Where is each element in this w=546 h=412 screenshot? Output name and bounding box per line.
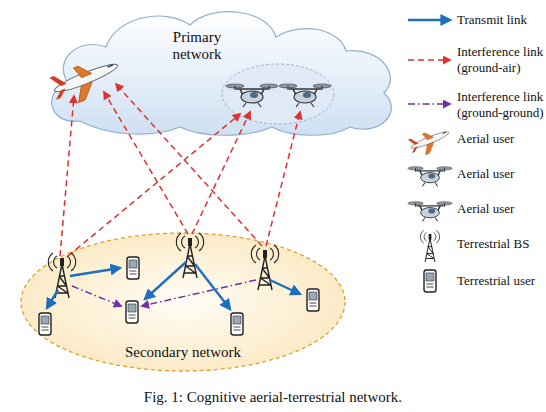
legend-label: Interference link (ground-air) <box>457 44 546 76</box>
figure-caption: Fig. 1: Cognitive aerial-terrestrial net… <box>0 388 546 406</box>
legend-label: Terrestrial BS <box>457 236 546 252</box>
legend-label: Interference link (ground-ground) <box>457 89 546 121</box>
ellipse-shape <box>21 233 345 371</box>
legend-label: Aerial user <box>457 131 546 147</box>
legend-label: Terrestrial user <box>457 273 546 289</box>
network-label: Primary network <box>158 29 236 63</box>
legend-label: Transmit link <box>457 12 546 28</box>
cloud-shape <box>52 12 392 136</box>
legend-airplane-icon <box>407 125 454 160</box>
cloud-outline <box>40 3 402 139</box>
legend-phone-icon <box>424 270 436 292</box>
network-cloud: Primary network <box>40 3 402 139</box>
legend-label: Aerial user <box>457 166 546 182</box>
legend-base-station-icon <box>420 231 439 263</box>
legend-label: Aerial user <box>457 201 546 217</box>
network-label: Secondary network <box>20 344 346 361</box>
network-ellipse: Secondary network <box>20 232 346 372</box>
legend-sample-interference <box>408 59 450 61</box>
legend-drone-icon <box>408 202 452 222</box>
legend-drone-icon <box>408 167 452 187</box>
legend-sample-ground-interference <box>408 103 450 105</box>
legend-sample-transmit <box>408 19 450 21</box>
